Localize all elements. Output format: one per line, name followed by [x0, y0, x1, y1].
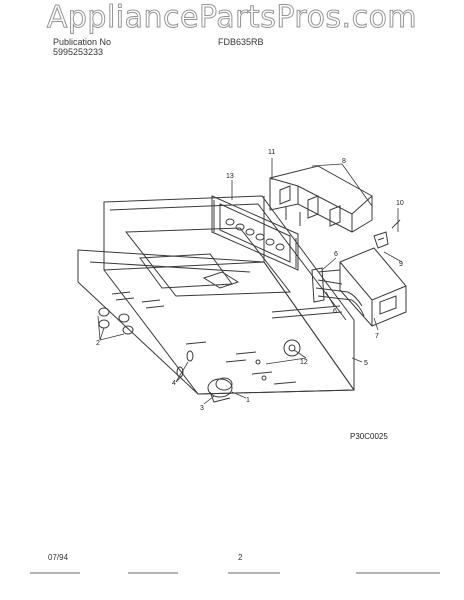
- footer-date: 07/94: [48, 553, 69, 562]
- figure-code: P30C0025: [350, 432, 388, 441]
- indicator-lens: [176, 350, 194, 378]
- callout-6-top: 6: [334, 251, 338, 258]
- callout-5: 5: [364, 360, 368, 367]
- publication-label: Publication No: [53, 37, 112, 47]
- leader-lines: [97, 158, 403, 405]
- console-panel: [103, 195, 355, 395]
- callout-3: 3: [200, 405, 204, 412]
- callout-10: 10: [396, 200, 404, 207]
- callout-12: 12: [300, 359, 308, 366]
- model-number: FDB635RB: [218, 37, 264, 47]
- control-box: [339, 247, 407, 327]
- callout-4: 4: [172, 380, 176, 387]
- keypad-membrane: [211, 195, 299, 271]
- callout-2: 2: [96, 340, 100, 347]
- wire-harness: [311, 267, 365, 317]
- callout-1: 1: [246, 397, 250, 404]
- publication-number: 5995253233: [53, 47, 104, 57]
- watermark: AppliancePartsPros.com: [46, 0, 418, 36]
- callout-7: 7: [375, 333, 379, 340]
- callout-11: 11: [268, 149, 275, 156]
- callout-13: 13: [226, 173, 234, 180]
- control-panel: [77, 249, 355, 395]
- push-buttons: [98, 307, 134, 335]
- clip-part: [373, 219, 401, 249]
- callout-numbers: 11 8 13 10 9 6 6 7 5 12 2 4 3 1: [96, 149, 404, 412]
- callout-9: 9: [399, 261, 403, 268]
- footer-page-number: 2: [238, 553, 243, 562]
- control-knob: [207, 377, 233, 403]
- top-bracket: [269, 165, 373, 233]
- callout-6-bottom: 6: [333, 308, 337, 315]
- callout-8: 8: [342, 158, 346, 165]
